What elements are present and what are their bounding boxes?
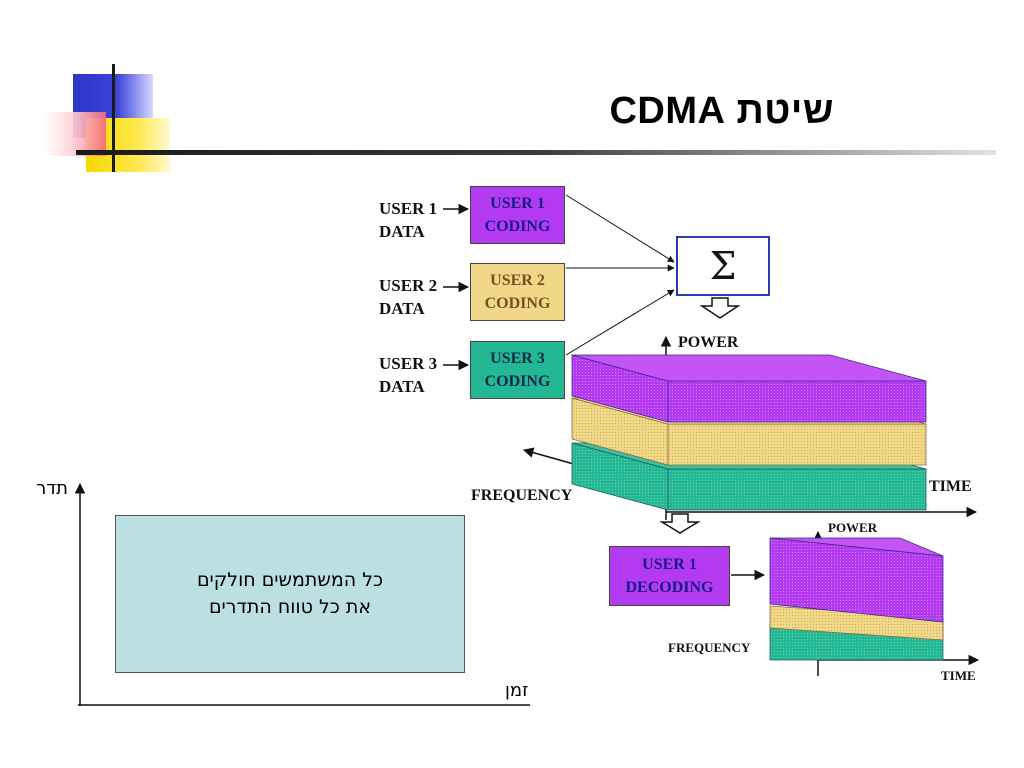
left-frequency-axis-label: תדר xyxy=(36,478,68,499)
summation-box: Σ xyxy=(676,236,770,296)
slide-title: שיטת CDMA xyxy=(609,90,834,132)
user3-to-sum-arrow xyxy=(565,289,675,356)
main-frequency-label: FREQUENCY xyxy=(471,487,573,504)
small-time-label: TIME xyxy=(941,668,976,683)
small-frequency-label: FREQUENCY xyxy=(668,640,751,655)
plot-down-arrow xyxy=(659,513,701,534)
sum-down-arrow xyxy=(699,297,741,319)
user1-to-sum-arrow xyxy=(565,194,675,263)
deco-red-square xyxy=(44,112,106,156)
slab-user1 xyxy=(571,354,927,423)
main-power-label: POWER xyxy=(678,334,739,351)
note-box: כל המשתמשים חולקים את כל טווח התדרים xyxy=(115,515,465,673)
title-underline xyxy=(76,150,996,155)
deco-vertical-line xyxy=(112,64,115,172)
note-line-1: כל המשתמשים חולקים xyxy=(196,569,384,591)
left-time-axis-label: זמן xyxy=(505,680,529,701)
small-slab-user1 xyxy=(769,537,944,623)
main-time-label: TIME xyxy=(929,478,972,495)
note-line-2: את כל טווח התדרים xyxy=(208,596,372,618)
small-power-label: POWER xyxy=(828,520,878,535)
